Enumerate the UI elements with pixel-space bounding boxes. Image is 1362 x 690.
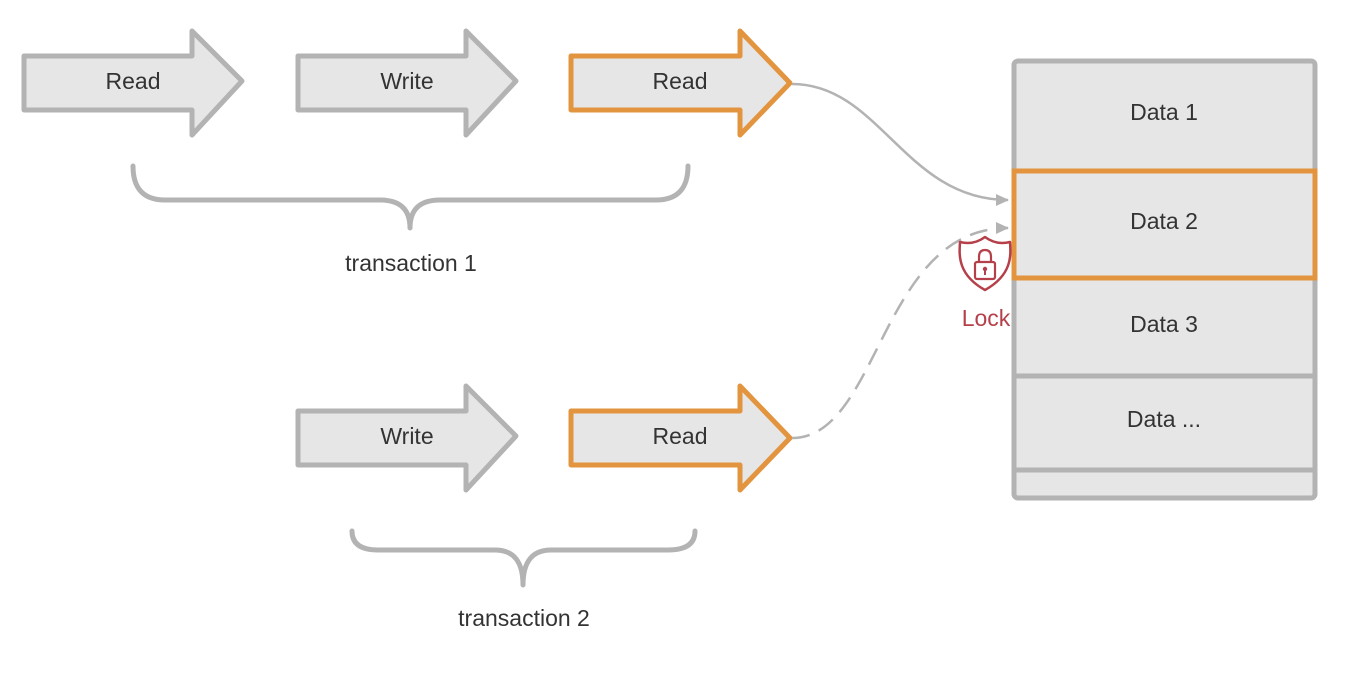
data-row-more-label: Data ... <box>1127 406 1201 432</box>
data-row-3: Data 3 <box>1130 311 1198 337</box>
transaction-1-label: transaction 1 <box>345 250 477 276</box>
data-row-3-label: Data 3 <box>1130 311 1198 337</box>
t1-read-step-highlighted: Read <box>568 28 793 138</box>
data-row-2-label: Data 2 <box>1130 208 1198 234</box>
t2-read-highlighted-label: Read <box>653 423 708 449</box>
t2-read-step-highlighted: Read <box>568 383 793 493</box>
data-row-2-locked: Data 2 <box>1011 168 1318 281</box>
t1-read-highlighted-label: Read <box>653 68 708 94</box>
data-row-more: Data ... <box>1127 406 1201 432</box>
t2-write-step-label: Write <box>380 423 433 449</box>
data-row-1: Data 1 <box>1130 99 1198 125</box>
transaction-2-label: transaction 2 <box>458 605 590 631</box>
transaction-1-brace <box>130 163 691 231</box>
lock-label: Lock <box>962 305 1011 331</box>
lock-shield-icon <box>958 235 1012 292</box>
t1-read-step: Read <box>21 28 245 138</box>
t1-read-step-label: Read <box>106 68 161 94</box>
transaction-2-brace <box>349 528 698 588</box>
data-row-1-label: Data 1 <box>1130 99 1198 125</box>
t1-write-step-label: Write <box>380 68 433 94</box>
t2-read-connector-blocked <box>791 222 1009 440</box>
data-table: Data 1 Data 2 Data 3 Data ... <box>1011 58 1318 501</box>
t1-write-step: Write <box>295 28 519 138</box>
t2-write-step: Write <box>295 383 519 493</box>
t1-read-connector <box>791 82 1009 206</box>
